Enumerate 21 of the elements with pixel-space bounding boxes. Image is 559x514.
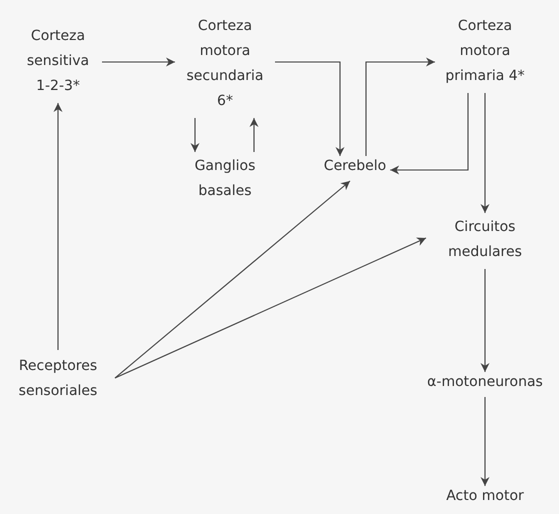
arrow (114, 238, 426, 378)
node-label: α-motoneuronas (427, 373, 543, 392)
node-label: Corteza motora primaria 4* (444, 17, 526, 86)
arrow (365, 58, 435, 156)
arrow (250, 118, 258, 152)
arrow (114, 180, 350, 378)
arrow (480, 397, 490, 486)
node-label: Corteza sensitiva 1-2-3* (26, 27, 90, 96)
arrow (275, 61, 344, 156)
arrow (190, 118, 200, 152)
node-label: Corteza motora secundaria 6* (185, 17, 265, 111)
arrow (102, 58, 175, 66)
arrow (390, 93, 469, 174)
node-label: Circuitos medulares (447, 218, 523, 262)
node-label: Ganglios basales (194, 157, 256, 201)
arrow (54, 103, 62, 350)
node-label: Receptores sensoriales (18, 357, 98, 401)
arrow (480, 269, 490, 372)
arrow (480, 93, 490, 213)
node-label: Cerebelo (324, 157, 386, 176)
node-label: Acto motor (446, 487, 524, 506)
